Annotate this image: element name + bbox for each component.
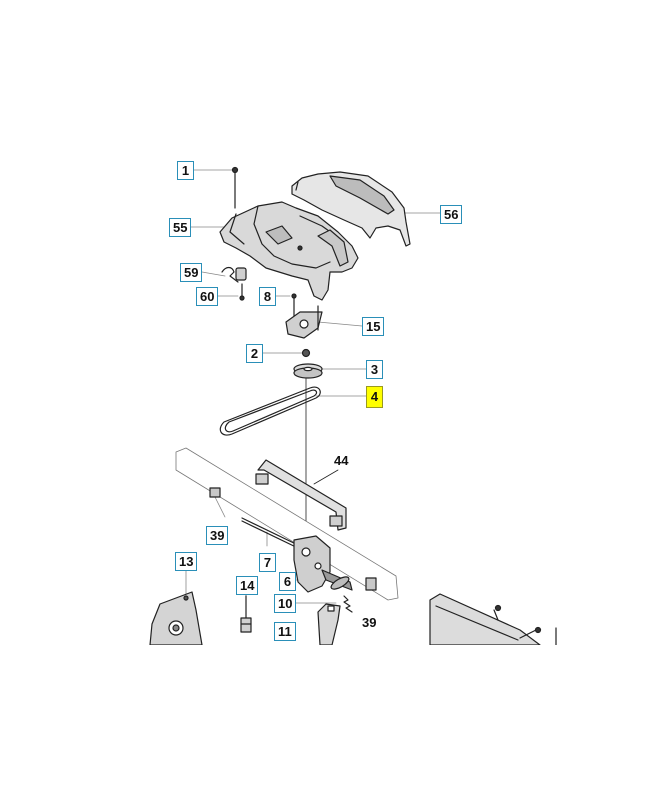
hood-lower-part-55 bbox=[219, 201, 359, 301]
screw-part-8 bbox=[291, 293, 297, 319]
transmission-bracket bbox=[293, 535, 353, 593]
spring-clip-part-59 bbox=[221, 266, 247, 283]
arm-part-6 bbox=[330, 576, 350, 590]
callout-11[interactable]: 11 bbox=[274, 622, 296, 641]
callout-39-left[interactable]: 39 bbox=[206, 526, 229, 545]
callout-8[interactable]: 8 bbox=[259, 287, 276, 306]
callout-39-right[interactable]: 39 bbox=[362, 615, 377, 630]
callout-44[interactable]: 44 bbox=[334, 453, 349, 468]
spring-part-10 bbox=[343, 595, 353, 613]
chassis-right bbox=[429, 593, 557, 645]
fitting-part-14 bbox=[240, 595, 252, 633]
callout-10[interactable]: 10 bbox=[274, 594, 297, 613]
bracket-part-15 bbox=[285, 305, 323, 339]
callout-4-highlighted[interactable]: 4 bbox=[366, 386, 383, 408]
nut-part-39-right bbox=[365, 577, 377, 591]
callout-55[interactable]: 55 bbox=[169, 218, 192, 237]
screw-part-60 bbox=[239, 283, 245, 301]
side-plate-part-13 bbox=[149, 591, 203, 645]
callout-2[interactable]: 2 bbox=[246, 344, 263, 363]
callout-60[interactable]: 60 bbox=[196, 287, 219, 306]
control-rod-part-44 bbox=[255, 459, 347, 531]
background-plate bbox=[175, 447, 399, 601]
bracket-part-11 bbox=[317, 603, 341, 645]
screw-part-1 bbox=[231, 166, 239, 209]
nut-part-2 bbox=[301, 348, 311, 358]
pulley-part-3 bbox=[293, 363, 323, 379]
callout-7[interactable]: 7 bbox=[259, 553, 276, 572]
hood-top-part-56 bbox=[291, 171, 411, 247]
callout-13[interactable]: 13 bbox=[175, 552, 198, 571]
drive-belt-part-4 bbox=[219, 386, 321, 436]
cable-part-7 bbox=[241, 517, 301, 550]
callout-59[interactable]: 59 bbox=[180, 263, 203, 282]
callout-56[interactable]: 56 bbox=[440, 205, 463, 224]
callout-6[interactable]: 6 bbox=[279, 572, 296, 591]
callout-3[interactable]: 3 bbox=[366, 360, 383, 379]
nut-part-39-left bbox=[209, 487, 221, 498]
callout-1[interactable]: 1 bbox=[177, 161, 194, 180]
callout-15[interactable]: 15 bbox=[362, 317, 385, 336]
callout-14[interactable]: 14 bbox=[236, 576, 259, 595]
